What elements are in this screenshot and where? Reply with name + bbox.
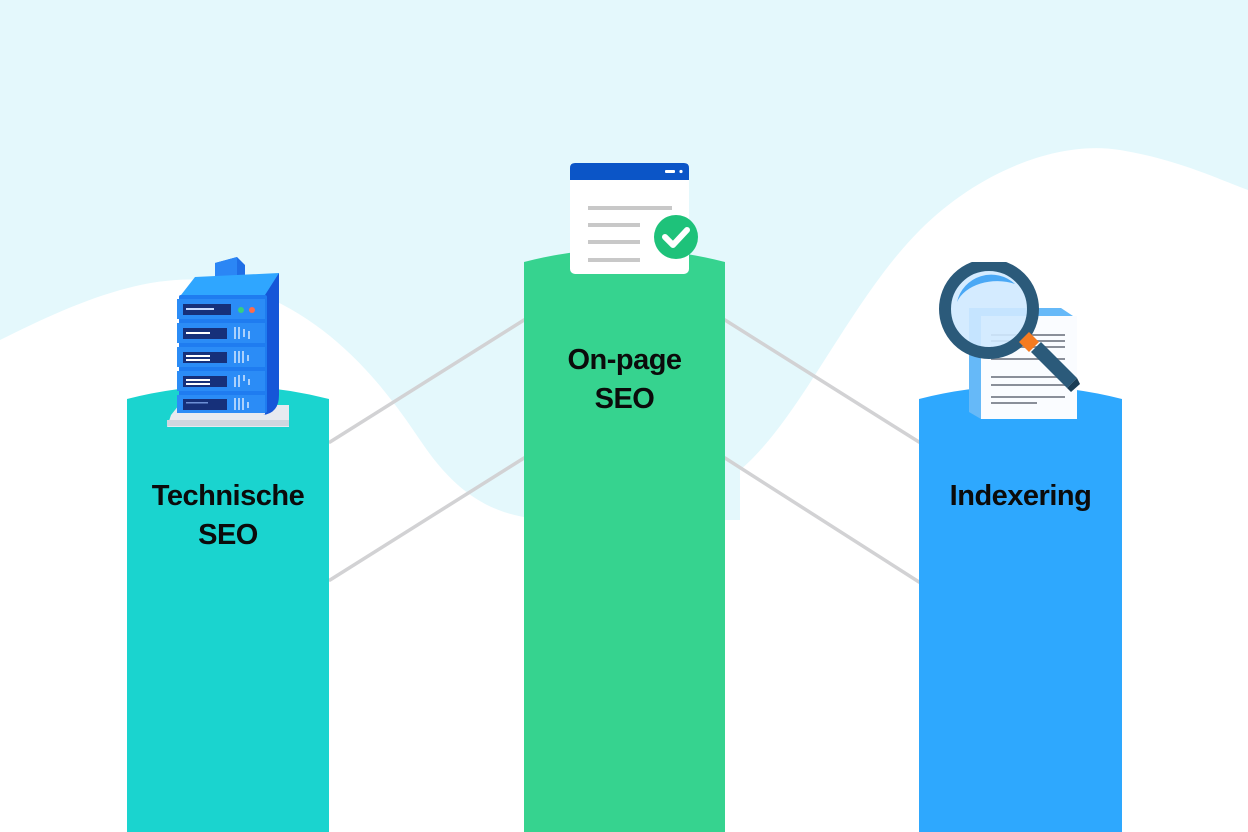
pillar-onpage-seo: On-page SEO	[524, 248, 725, 832]
pillar-shape	[919, 386, 1122, 832]
connector-onpage-indexing-upper	[723, 318, 921, 444]
label-line-1: Indexering	[949, 480, 1092, 512]
pillar-shape	[524, 249, 725, 832]
label-line-1: On-page	[567, 344, 682, 376]
document-check-icon	[568, 162, 703, 277]
connector-technical-onpage-upper	[328, 318, 526, 444]
pillar-indexering: Indexering	[919, 385, 1122, 832]
pillar-technical-seo: Technische SEO	[127, 385, 329, 832]
server-rack-icon	[165, 255, 295, 430]
label-line-2: SEO	[198, 519, 258, 551]
pillar-label: Technische SEO	[127, 477, 329, 555]
connector-lines	[328, 318, 921, 584]
label-line-2: SEO	[594, 383, 655, 415]
pillar-shape	[127, 386, 329, 832]
label-line-1: Technische	[151, 480, 305, 512]
pillar-label: On-page SEO	[524, 341, 725, 419]
connector-technical-onpage-lower	[328, 456, 526, 582]
connector-onpage-indexing-lower	[723, 456, 921, 584]
magnifier-document-icon	[935, 259, 1085, 422]
pillar-label: Indexering	[919, 477, 1122, 516]
